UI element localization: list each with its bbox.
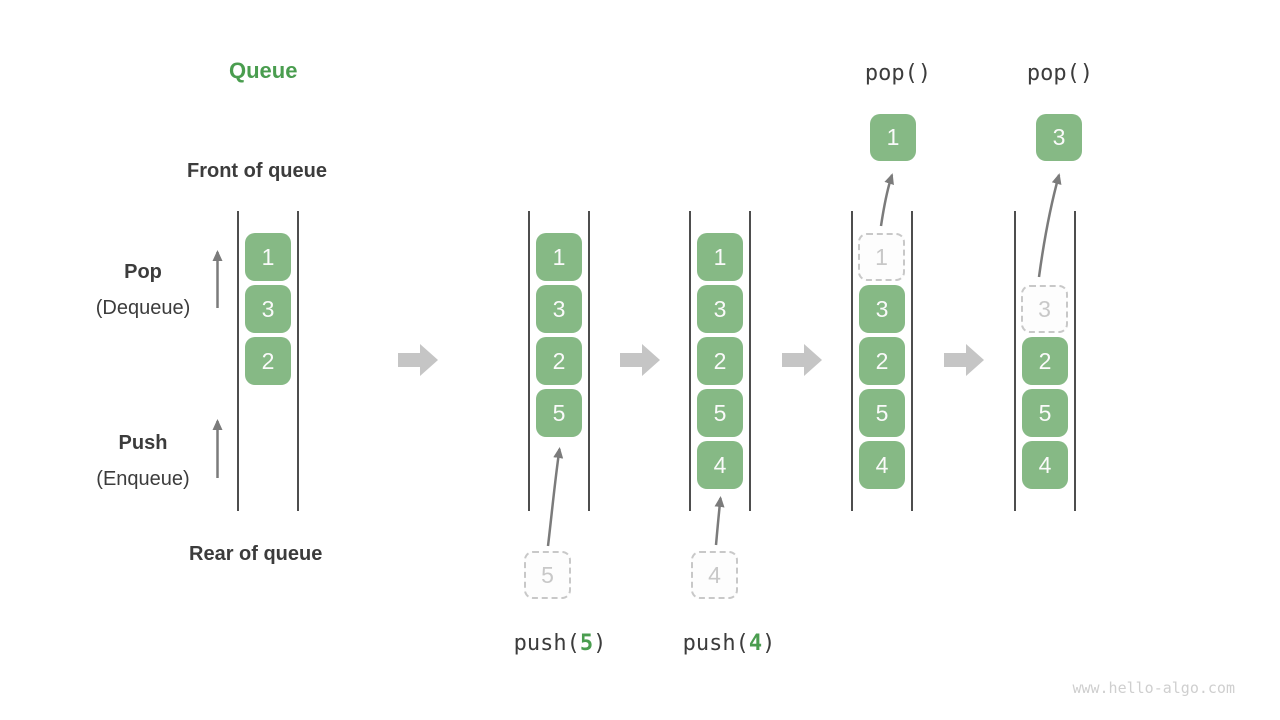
queue-channel-4 [851, 211, 913, 511]
front-of-queue-label: Front of queue [187, 160, 327, 182]
queue-item: 1 [697, 233, 743, 281]
push-label: Push [118, 432, 168, 454]
dequeue-label: (Dequeue) [95, 297, 191, 319]
push-call-arg: 4 [748, 631, 763, 656]
watermark: www.hello-algo.com [1072, 679, 1235, 697]
queue-item: 5 [859, 389, 905, 437]
push-call-post: ) [593, 631, 607, 656]
popped-item: 3 [1036, 114, 1082, 161]
pop-label: Pop [124, 261, 162, 283]
queue-item: 1 [536, 233, 582, 281]
push-call-label: push(4) [649, 631, 809, 656]
popped-item: 1 [870, 114, 916, 161]
push-operation-label: Push (Enqueue) [88, 432, 198, 491]
queue-channel-1 [237, 211, 299, 511]
diagram-title: Queue [229, 58, 298, 83]
ghost-push-item: 5 [524, 551, 571, 599]
pop-call-label: pop() [1026, 61, 1094, 86]
push-call-arg: 5 [579, 631, 594, 656]
push-call-pre: push( [513, 631, 580, 656]
queue-item: 5 [536, 389, 582, 437]
pop-call-label: pop() [864, 61, 932, 86]
queue-item: 2 [697, 337, 743, 385]
queue-item: 3 [245, 285, 291, 333]
next-state-arrow-icon [944, 344, 984, 376]
next-state-arrow-icon [620, 344, 660, 376]
ghost-popped-slot: 3 [1021, 285, 1068, 333]
push-call-label: push(5) [480, 631, 640, 656]
push-call-post: ) [762, 631, 776, 656]
rear-of-queue-label: Rear of queue [189, 543, 323, 565]
queue-item: 3 [859, 285, 905, 333]
enqueue-label: (Enqueue) [96, 468, 190, 490]
queue-channel-5 [1014, 211, 1076, 511]
ghost-popped-slot: 1 [858, 233, 905, 281]
queue-item: 2 [536, 337, 582, 385]
queue-item: 3 [536, 285, 582, 333]
ghost-push-item: 4 [691, 551, 738, 599]
queue-item: 4 [1022, 441, 1068, 489]
queue-item: 3 [697, 285, 743, 333]
next-state-arrow-icon [398, 344, 438, 376]
queue-channel-2 [528, 211, 590, 511]
queue-item: 2 [859, 337, 905, 385]
push-call-pre: push( [682, 631, 749, 656]
queue-channel-3 [689, 211, 751, 511]
queue-item: 1 [245, 233, 291, 281]
queue-item: 5 [697, 389, 743, 437]
next-state-arrow-icon [782, 344, 822, 376]
queue-item: 4 [859, 441, 905, 489]
pop-operation-label: Pop (Dequeue) [88, 261, 198, 320]
queue-item: 2 [245, 337, 291, 385]
queue-item: 2 [1022, 337, 1068, 385]
queue-item: 5 [1022, 389, 1068, 437]
queue-item: 4 [697, 441, 743, 489]
